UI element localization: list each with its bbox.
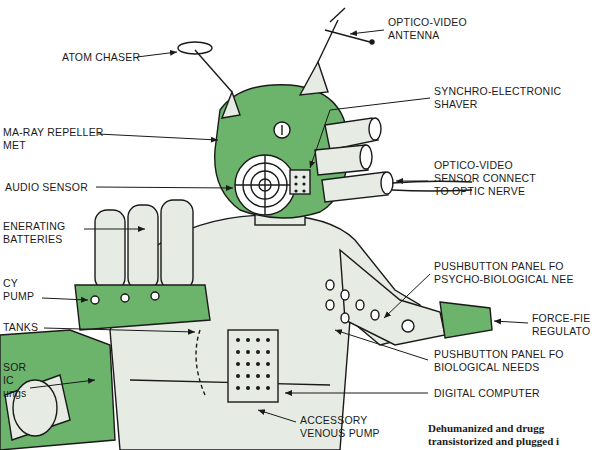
drawing-part xyxy=(235,155,295,215)
part-label: OPTICO-VIDEO SENSOR CONNECT TO OPTIC NER… xyxy=(434,159,544,198)
drawing-part xyxy=(341,313,349,323)
part-label: PUSHBUTTON PANEL FO PSYCHO-BIOLOGICAL NE… xyxy=(434,260,594,286)
drawing-part xyxy=(326,280,334,290)
part-label: PUSHBUTTON PANEL FO BIOLOGICAL NEEDS xyxy=(434,348,594,374)
drawing-part xyxy=(0,330,115,450)
drawing-part xyxy=(256,386,260,390)
drawing-part xyxy=(381,172,393,194)
drawing-part xyxy=(30,380,95,388)
drawing-part xyxy=(302,182,305,185)
drawing-part xyxy=(137,52,177,57)
drawing-part xyxy=(236,338,270,390)
part-label: TANKS xyxy=(3,321,63,334)
drawing-part xyxy=(335,330,428,360)
drawing-part xyxy=(195,50,232,92)
drawing-part xyxy=(228,330,278,402)
drawing-part xyxy=(318,8,370,62)
part-label: SYNCHRO-ELECTRONIC SHAVER xyxy=(434,85,574,111)
part-label: DIGITAL COMPUTER xyxy=(434,387,574,400)
drawing-part xyxy=(326,300,334,310)
drawing-part xyxy=(494,321,528,323)
drawing-part xyxy=(369,118,381,140)
drawing-part xyxy=(178,42,212,54)
drawing-part xyxy=(350,30,384,34)
drawing-part xyxy=(440,302,492,338)
drawing-part xyxy=(246,386,250,390)
drawing-part xyxy=(274,122,290,138)
drawing-part xyxy=(236,386,240,390)
part-label: ENERATING BATTERIES xyxy=(3,220,83,246)
part-label: FORCE-FIE REGULATO xyxy=(532,312,598,338)
drawing-part xyxy=(302,189,305,192)
drawing-part xyxy=(235,155,295,215)
drawing-part xyxy=(84,229,145,230)
part-label: SOR IC ungs xyxy=(3,361,31,400)
drawing-part xyxy=(290,170,310,194)
drawing-part xyxy=(95,210,125,290)
drawing-part xyxy=(281,125,282,135)
part-label: AUDIO SENSOR xyxy=(5,181,105,194)
part-label: ATOM CHASER xyxy=(62,51,152,64)
drawing-part xyxy=(98,134,218,140)
drawing-part xyxy=(384,274,430,318)
drawing-part xyxy=(294,175,297,178)
drawing-part xyxy=(75,285,210,330)
drawing-part xyxy=(246,374,250,378)
drawing-part xyxy=(0,8,492,450)
drawing-part xyxy=(370,40,374,44)
drawing-part xyxy=(326,280,379,323)
drawing-part xyxy=(340,250,445,345)
drawing-part xyxy=(44,328,195,332)
drawing-part xyxy=(310,98,430,168)
drawing-part xyxy=(121,294,129,302)
drawing-part xyxy=(236,338,240,342)
drawing-part xyxy=(360,145,372,169)
drawing-part xyxy=(236,362,240,366)
drawing-part xyxy=(256,362,260,366)
drawing-part xyxy=(300,62,328,95)
drawing-part xyxy=(356,300,364,310)
drawing-part xyxy=(294,189,297,192)
drawing-part xyxy=(266,362,270,366)
drawing-part xyxy=(266,350,270,354)
drawing-part xyxy=(256,338,260,342)
drawing-part xyxy=(236,374,240,378)
drawing-part xyxy=(246,350,250,354)
drawing-part xyxy=(161,200,193,290)
part-label: MA-RAY REPELLER MET xyxy=(3,126,113,152)
drawing-part xyxy=(294,182,297,185)
drawing-part xyxy=(294,175,305,192)
drawing-part xyxy=(371,310,379,320)
caption-text: Dehumanized and drugg transistorized and… xyxy=(428,422,598,448)
drawing-part xyxy=(91,296,99,304)
drawing-part xyxy=(285,393,428,394)
drawing-part xyxy=(42,298,88,300)
drawing-part xyxy=(256,350,260,354)
drawing-part xyxy=(341,290,349,300)
drawing-part xyxy=(246,338,250,342)
drawing-part xyxy=(196,330,205,395)
drawing-part xyxy=(266,374,270,378)
drawing-part xyxy=(246,362,250,366)
drawing-part xyxy=(258,410,296,422)
drawing-part xyxy=(222,92,240,118)
part-label: OPTICO-VIDEO ANTENNA xyxy=(388,16,483,42)
drawing-part xyxy=(256,374,260,378)
drawing-part xyxy=(151,292,159,300)
drawing-part xyxy=(96,187,233,188)
drawing-part xyxy=(396,181,428,182)
drawing-part xyxy=(266,338,270,342)
drawing-part xyxy=(266,386,270,390)
drawing-part xyxy=(236,350,240,354)
drawing-part xyxy=(402,320,414,332)
drawing-part xyxy=(128,205,158,290)
part-label: ACCESSORY VENOUS PUMP xyxy=(300,414,390,440)
part-label: CY PUMP xyxy=(3,277,39,303)
drawing-part xyxy=(322,172,388,202)
drawing-part xyxy=(302,175,305,178)
